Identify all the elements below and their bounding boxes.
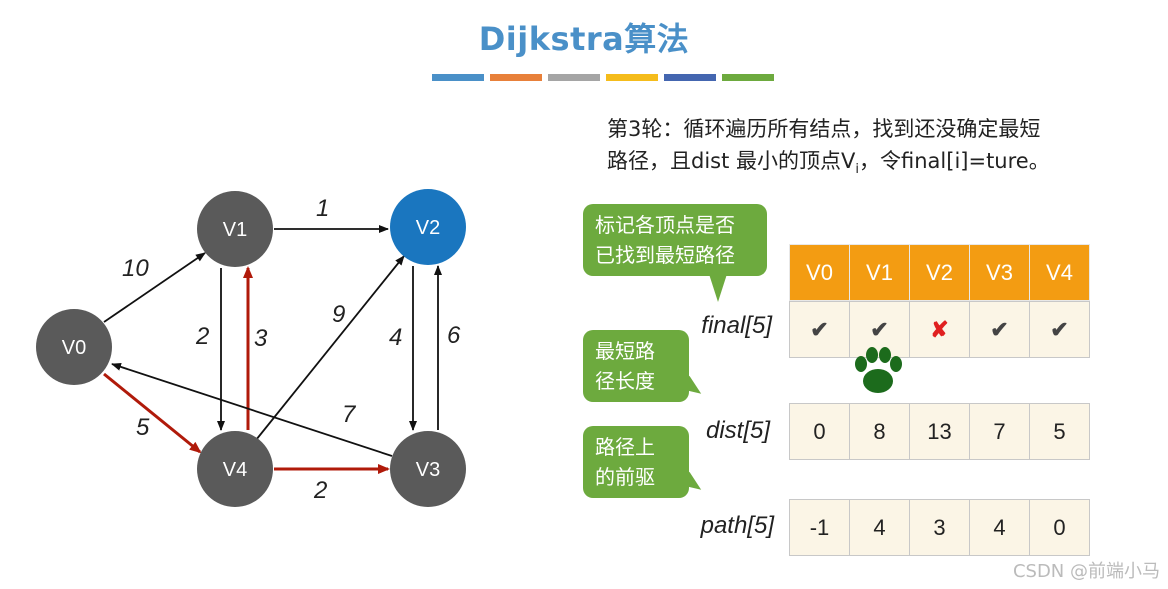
description-line-2-suffix: ，令final[i]=ture。 [859,149,1050,173]
header-cell-v0: V0 [789,244,850,301]
edge-v0-v1 [103,252,206,323]
description-line-2-prefix: 路径，且dist 最小的顶点V [607,149,856,173]
node-v3-label: V3 [416,459,440,481]
dist-cell-v4: 5 [1029,403,1090,460]
node-v0 [36,309,112,385]
weight-v4-v3: 2 [313,477,327,504]
paw-print-icon [855,347,902,393]
final-array-label: final[5] [701,312,772,339]
dist-callout: 最短路 径长度 [583,330,706,402]
path-cell-v0: -1 [789,499,850,556]
path-cell-v1: 4 [849,499,910,556]
path-array: -1 4 3 4 0 [789,499,1090,556]
node-v1-label: V1 [223,219,247,241]
final-cell-v3: ✔ [969,301,1030,358]
edge-v4-v2 [255,255,405,441]
path-callout-line-1: 路径上 [595,435,655,459]
header-cell-v2: V2 [909,244,970,301]
final-callout-line-2: 已找到最短路径 [595,243,735,267]
description-line-1: 第3轮：循环遍历所有结点，找到还没确定最短 [607,117,1041,141]
node-v3 [390,431,466,507]
final-callout-line-1: 标记各顶点是否 [595,213,735,237]
weight-v2-v3: 4 [389,324,402,351]
color-bar-3 [548,74,600,81]
weight-v1-v2: 1 [316,195,329,222]
round-description: 第3轮：循环遍历所有结点，找到还没确定最短 路径，且dist 最小的顶点Vi，令… [607,113,1127,186]
weight-v4-v1: 3 [254,325,268,352]
path-callout-tail [680,471,706,497]
node-v0-label: V0 [62,337,86,359]
node-v4 [197,431,273,507]
final-cell-v4: ✔ [1029,301,1090,358]
weight-v1-v4: 2 [195,323,209,350]
edge-v0-v4 [103,372,202,454]
header-cell-v3: V3 [969,244,1030,301]
dist-array-label: dist[5] [705,417,770,444]
description-line-2: 路径，且dist 最小的顶点Vi，令final[i]=ture。 [607,145,1127,186]
description-line-2-sub: i [855,162,860,178]
node-v1 [197,191,273,267]
dist-callout-line-1: 最短路 [595,339,655,363]
path-array-label: path[5] [700,512,774,539]
path-cell-v3: 4 [969,499,1030,556]
dist-array: 0 8 13 7 5 [789,403,1090,460]
weight-v3-v2: 6 [447,322,461,349]
dist-cell-v1: 8 [849,403,910,460]
node-v2 [390,189,466,265]
path-callout-line-2: 的前驱 [595,465,655,489]
dist-cell-v0: 0 [789,403,850,460]
node-v2-label: V2 [416,217,440,239]
color-bar-5 [664,74,716,81]
final-cell-v0: ✔ [789,301,850,358]
dist-cell-v3: 7 [969,403,1030,460]
final-array: ✔ ✔ ✘ ✔ ✔ [789,301,1090,358]
color-bar-6 [722,74,774,81]
color-bar-2 [490,74,542,81]
dist-callout-line-2: 径长度 [595,369,655,393]
weight-v0-v1: 10 [122,255,149,282]
watermark: CSDN @前端小马 [1012,561,1160,582]
page-title: Dijkstra算法 [478,20,690,58]
path-cell-v2: 3 [909,499,970,556]
graph-diagram: 1 10 2 3 9 4 6 7 5 2 V0 V1 V2 V3 V4 [36,189,466,507]
final-cell-v1: ✔ [849,301,910,358]
weight-v0-v4: 5 [136,414,150,441]
header-cell-v1: V1 [849,244,910,301]
color-bar-1 [432,74,484,81]
path-callout: 路径上 的前驱 [583,426,706,498]
edge-v3-v0 [111,363,393,457]
header-cell-v4: V4 [1029,244,1090,301]
node-v4-label: V4 [223,459,247,481]
dist-cell-v2: 13 [909,403,970,460]
dist-callout-tail [680,375,706,401]
weight-v3-v0: 7 [342,401,357,428]
weight-v4-v2: 9 [332,301,345,328]
final-cell-v2: ✘ [909,301,970,358]
final-callout-tail [709,274,727,302]
color-bar-4 [606,74,658,81]
path-cell-v4: 0 [1029,499,1090,556]
final-callout: 标记各顶点是否 已找到最短路径 [583,204,767,302]
vertex-header-row: V0 V1 V2 V3 V4 [789,244,1090,301]
